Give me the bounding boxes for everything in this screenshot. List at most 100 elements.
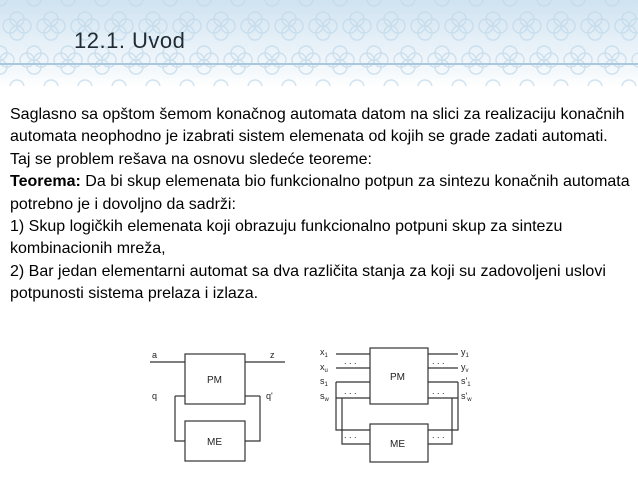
theorem-label: Teorema:	[10, 173, 81, 191]
pattern-motif	[213, 79, 229, 86]
pattern-motif	[274, 11, 304, 41]
slide-title: 12.1. Uvod	[74, 28, 186, 53]
left-next-state-label: q'	[266, 391, 273, 401]
right-input-last-label: xu	[320, 362, 328, 374]
left-pm-block-label: PM	[207, 375, 222, 386]
pattern-motif	[332, 0, 348, 7]
pattern-motif	[553, 79, 569, 86]
right-output-dots: . . .	[432, 356, 445, 366]
pattern-motif	[383, 79, 399, 86]
left-input-label: a	[152, 350, 157, 360]
right-output-first-label: y1	[461, 347, 470, 359]
paragraph-intro: Saglasno sa opštom šemom konačnog automa…	[10, 106, 625, 146]
pattern-motif	[485, 79, 501, 86]
pattern-motif	[376, 11, 406, 41]
paragraph-problem: Taj se problem rešava na osnovu sledeće …	[10, 150, 372, 168]
right-next-state-last-label: s'w	[461, 391, 472, 403]
header-band	[0, 0, 638, 86]
right-state-in-dots: . . .	[344, 386, 357, 396]
pattern-motif	[342, 11, 372, 41]
right-state-first-label: s1	[320, 376, 329, 388]
pattern-motif	[0, 45, 15, 75]
automaton-diagrams: a z q q' PM ME x1 xu s1 sw y1 yv s'1 s'w…	[150, 347, 472, 463]
pattern-motif	[121, 45, 151, 75]
pattern-motif	[512, 11, 542, 41]
pattern-motif	[315, 79, 331, 86]
slide-body: Saglasno sa opštom šemom konačnog automa…	[10, 104, 632, 306]
pattern-motif	[206, 11, 236, 41]
pattern-motif	[587, 79, 603, 86]
pattern-motif	[614, 11, 638, 41]
pattern-motif	[155, 45, 185, 75]
pattern-motif	[0, 0, 8, 7]
pattern-motif	[502, 0, 518, 7]
pattern-motif	[529, 45, 559, 75]
pattern-motif	[138, 11, 168, 41]
pattern-motif	[410, 11, 440, 41]
pattern-motif	[393, 45, 423, 75]
pattern-motif	[434, 0, 450, 7]
pattern-motif	[264, 0, 280, 7]
pattern-motif	[36, 11, 66, 41]
right-automaton-diagram	[335, 347, 459, 463]
pattern-motif	[468, 0, 484, 7]
left-me-block-label: ME	[207, 437, 222, 448]
pattern-motif	[70, 11, 100, 41]
pattern-motif	[223, 45, 253, 75]
pattern-motif	[53, 45, 83, 75]
pattern-motif	[444, 11, 474, 41]
pattern-motif	[9, 79, 25, 86]
right-me-block-label: ME	[390, 439, 405, 450]
right-state-last-label: sw	[320, 391, 330, 403]
pattern-motif	[87, 45, 117, 75]
right-input-dots: . . .	[344, 356, 357, 366]
pattern-motif	[111, 79, 127, 86]
pattern-motif	[257, 45, 287, 75]
pattern-motif	[631, 52, 638, 68]
pattern-motif	[240, 11, 270, 41]
pattern-motif	[366, 0, 382, 7]
pattern-motif	[519, 79, 535, 86]
pattern-motif	[77, 79, 93, 86]
pattern-motif	[26, 0, 42, 7]
right-me-out-dots: . . .	[432, 430, 445, 440]
pattern-motif	[247, 79, 263, 86]
pattern-motif	[189, 45, 219, 75]
right-input-first-label: x1	[320, 347, 329, 359]
pattern-motif	[298, 0, 314, 7]
pattern-motif	[604, 0, 620, 7]
pattern-motif	[19, 45, 49, 75]
pattern-motif	[621, 79, 637, 86]
right-me-in-dots: . . .	[344, 430, 357, 440]
pattern-motif	[570, 0, 586, 7]
pattern-motif	[632, 0, 638, 6]
right-pm-block-label: PM	[390, 372, 405, 383]
right-next-state-first-label: s'1	[461, 376, 471, 388]
pattern-motif	[128, 0, 144, 7]
pattern-motif	[308, 11, 338, 41]
left-output-label: z	[270, 350, 275, 360]
pattern-motif	[43, 79, 59, 86]
paragraph-condition-1: 1) Skup logičkih elemenata koji obrazuju…	[10, 218, 563, 258]
decorative-pattern	[0, 0, 638, 86]
pattern-motif	[546, 11, 576, 41]
pattern-motif	[325, 45, 355, 75]
theorem-text: Da bi skup elemenata bio funkcionalno po…	[10, 173, 630, 213]
pattern-motif	[162, 0, 178, 7]
pattern-motif	[536, 0, 552, 7]
pattern-motif	[563, 45, 593, 75]
left-automaton-diagram	[150, 353, 285, 462]
pattern-motif	[281, 79, 297, 86]
paragraph-condition-2: 2) Bar jedan elementarni automat sa dva …	[10, 262, 606, 303]
pattern-motif	[461, 45, 491, 75]
pattern-motif	[580, 11, 610, 41]
pattern-motif	[291, 45, 321, 75]
pattern-motif	[495, 45, 525, 75]
pattern-motif	[400, 0, 416, 7]
left-state-label: q	[152, 391, 157, 401]
pattern-motif	[597, 45, 627, 75]
pattern-motif	[60, 0, 76, 7]
right-state-out-dots: . . .	[432, 386, 445, 396]
pattern-motif	[179, 79, 195, 86]
pattern-motif	[196, 0, 212, 7]
